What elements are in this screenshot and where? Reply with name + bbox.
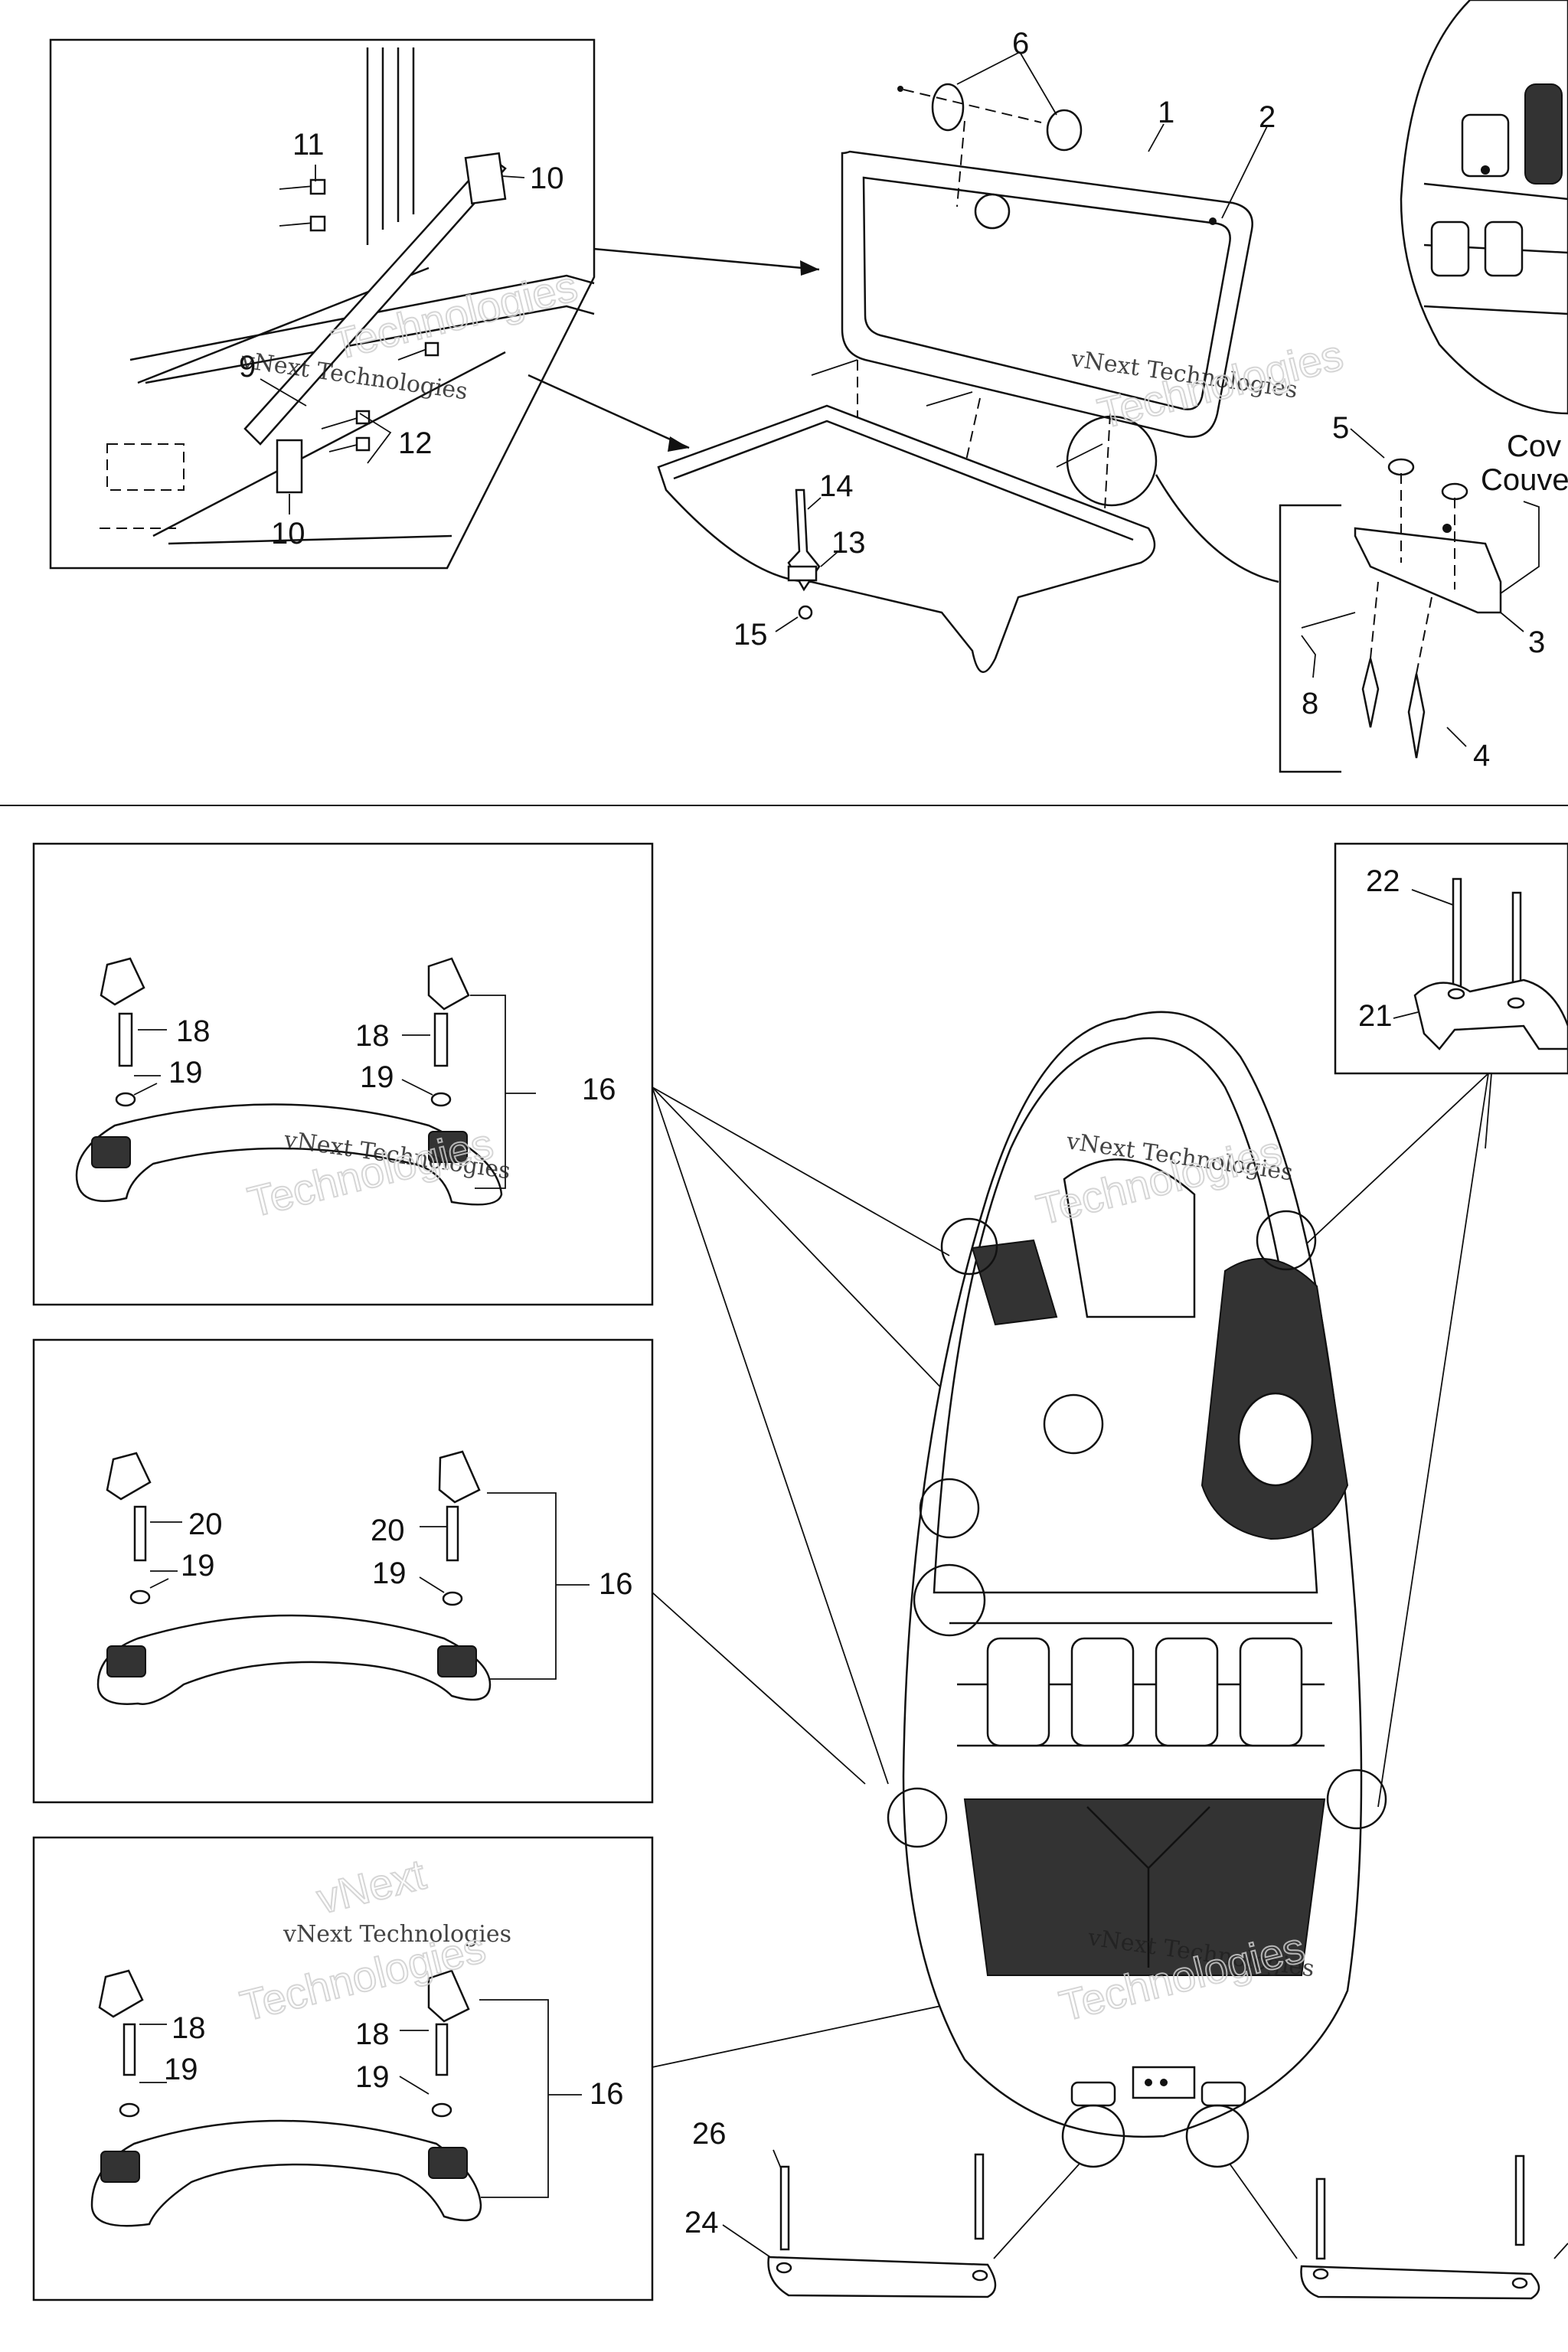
cover-label-line2: Couve bbox=[1481, 463, 1568, 497]
callout-19-b1: 19 bbox=[181, 1549, 215, 1583]
detail-circle-hinge bbox=[1066, 415, 1158, 507]
callout-4: 4 bbox=[1473, 739, 1490, 773]
callout-9: 9 bbox=[239, 350, 256, 384]
detail-circle-5 bbox=[913, 1563, 986, 1637]
callout-26: 26 bbox=[692, 2117, 727, 2151]
detail-circle-7 bbox=[1326, 1769, 1387, 1830]
grab-handle-b bbox=[96, 1450, 492, 1705]
cover-label-line1: Cov bbox=[1507, 430, 1561, 463]
callout-19-c1: 19 bbox=[164, 2053, 198, 2086]
detail-circle-2 bbox=[1256, 1210, 1317, 1271]
callout-18-a2: 18 bbox=[355, 1019, 390, 1053]
watercraft-top-view bbox=[902, 1011, 1363, 2138]
callout-11: 11 bbox=[292, 128, 325, 162]
support-arm-assembly bbox=[100, 47, 595, 545]
callout-10-top: 10 bbox=[530, 162, 564, 195]
watercraft-thumbnail bbox=[1400, 0, 1568, 415]
storage-bin bbox=[657, 404, 1156, 673]
callout-19-a2: 19 bbox=[360, 1060, 394, 1094]
detail-circle-9 bbox=[1185, 2104, 1250, 2168]
callout-20-b1: 20 bbox=[188, 1508, 223, 1541]
callout-6: 6 bbox=[1012, 27, 1029, 60]
detail-circle-6 bbox=[887, 1787, 948, 1848]
callout-21: 21 bbox=[1358, 999, 1393, 1033]
hinge-plate bbox=[1301, 458, 1502, 759]
callout-15: 15 bbox=[733, 618, 768, 652]
callout-19-a1: 19 bbox=[168, 1056, 203, 1089]
hatch-cover bbox=[841, 150, 1253, 438]
callout-8: 8 bbox=[1302, 687, 1318, 720]
callout-18-c1: 18 bbox=[172, 2011, 206, 2045]
callout-19-b2: 19 bbox=[372, 1557, 407, 1590]
callout-18-c2: 18 bbox=[355, 2017, 390, 2051]
detail-circle-4 bbox=[919, 1478, 980, 1539]
callout-10-bottom: 10 bbox=[271, 517, 305, 550]
detail-circle-8 bbox=[1061, 2104, 1125, 2168]
inset-frame-hinge-detail bbox=[1279, 504, 1341, 773]
grab-handle-a bbox=[75, 957, 503, 1206]
watermark-brand-5a: vNext bbox=[312, 1850, 431, 1923]
callout-20-b2: 20 bbox=[371, 1514, 405, 1547]
cleat-part bbox=[1413, 877, 1568, 1050]
callout-18-a1: 18 bbox=[176, 1014, 211, 1048]
callout-16-c: 16 bbox=[590, 2077, 624, 2111]
grab-handle-c bbox=[90, 1969, 482, 2227]
inset-frame-handle-c bbox=[32, 1836, 654, 2301]
inset-frame-handle-b bbox=[32, 1338, 654, 1804]
stern-bumper-left bbox=[767, 2153, 997, 2298]
callout-2: 2 bbox=[1259, 100, 1276, 134]
callout-1: 1 bbox=[1158, 96, 1174, 129]
inset-frame-hatch-bracket bbox=[49, 38, 596, 570]
detail-circle-1 bbox=[940, 1217, 998, 1276]
callout-24: 24 bbox=[684, 2206, 719, 2239]
callout-16-b: 16 bbox=[599, 1567, 633, 1601]
callout-14: 14 bbox=[819, 469, 854, 503]
callout-19-c2: 19 bbox=[355, 2060, 390, 2094]
callout-22: 22 bbox=[1366, 864, 1400, 898]
watermark-text-5: vNext Technologies bbox=[283, 1921, 511, 1948]
callout-5: 5 bbox=[1332, 411, 1349, 445]
callout-12: 12 bbox=[398, 426, 433, 460]
latch-parts bbox=[897, 83, 1083, 207]
inset-frame-cleat bbox=[1334, 842, 1568, 1075]
callout-3: 3 bbox=[1528, 626, 1545, 659]
watermark-brand-1: Technologies bbox=[328, 261, 582, 368]
stern-bumper-right bbox=[1300, 2154, 1540, 2300]
detail-circle-3 bbox=[1043, 1393, 1104, 1455]
callout-13: 13 bbox=[831, 526, 866, 560]
inset-frame-handle-a bbox=[32, 842, 654, 1306]
callout-16-a: 16 bbox=[582, 1073, 616, 1106]
